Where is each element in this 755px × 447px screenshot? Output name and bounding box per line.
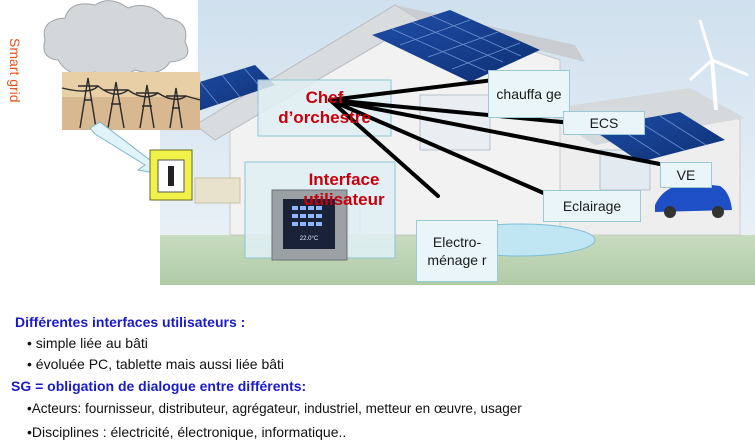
- heading-sg-dialogue: SG = obligation de dialogue entre différ…: [11, 378, 307, 394]
- bullet-evoluee: • évoluée PC, tablette mais aussi liée b…: [27, 356, 285, 372]
- node-electromenager: Electro-ménage r: [416, 220, 498, 282]
- link-ecs: [328, 98, 574, 125]
- wind-turbine: [688, 19, 749, 111]
- chef-orchestre-title: Chef d’orchestre: [278, 88, 371, 127]
- cloud-icon: [38, 0, 198, 80]
- link-ve: [328, 98, 672, 168]
- thermostat-device: [271, 189, 348, 261]
- node-eclairage: Eclairage: [543, 190, 641, 222]
- thermostat-reading: 22.0°C: [299, 236, 319, 242]
- heading-interfaces: Différentes interfaces utilisateurs :: [15, 314, 246, 330]
- interface-utilisateur-title: Interface utilisateur: [303, 170, 385, 209]
- node-chauffage: chauffa ge: [488, 70, 570, 118]
- bullet-simple: • simple liée au bâti: [27, 335, 148, 351]
- furniture: [194, 177, 241, 204]
- node-ve: VE: [660, 162, 712, 188]
- car-icon: [655, 183, 732, 218]
- smart-grid-label: Smart grid: [7, 38, 23, 103]
- bullet-disciplines: •Disciplines : électricité, électronique…: [27, 424, 347, 440]
- bullet-acteurs: •Acteurs: fournisseur, distributeur, agr…: [27, 401, 522, 416]
- link-eclairage: [328, 98, 557, 200]
- smart-home-illustration: [38, 0, 755, 285]
- power-pylons-icon: [61, 72, 201, 130]
- electric-meter-icon: [149, 149, 193, 201]
- link-electromenager: [328, 98, 440, 198]
- link-chauffage: [328, 76, 512, 102]
- node-ecs: ECS: [563, 111, 645, 135]
- connector-lines: [328, 76, 672, 200]
